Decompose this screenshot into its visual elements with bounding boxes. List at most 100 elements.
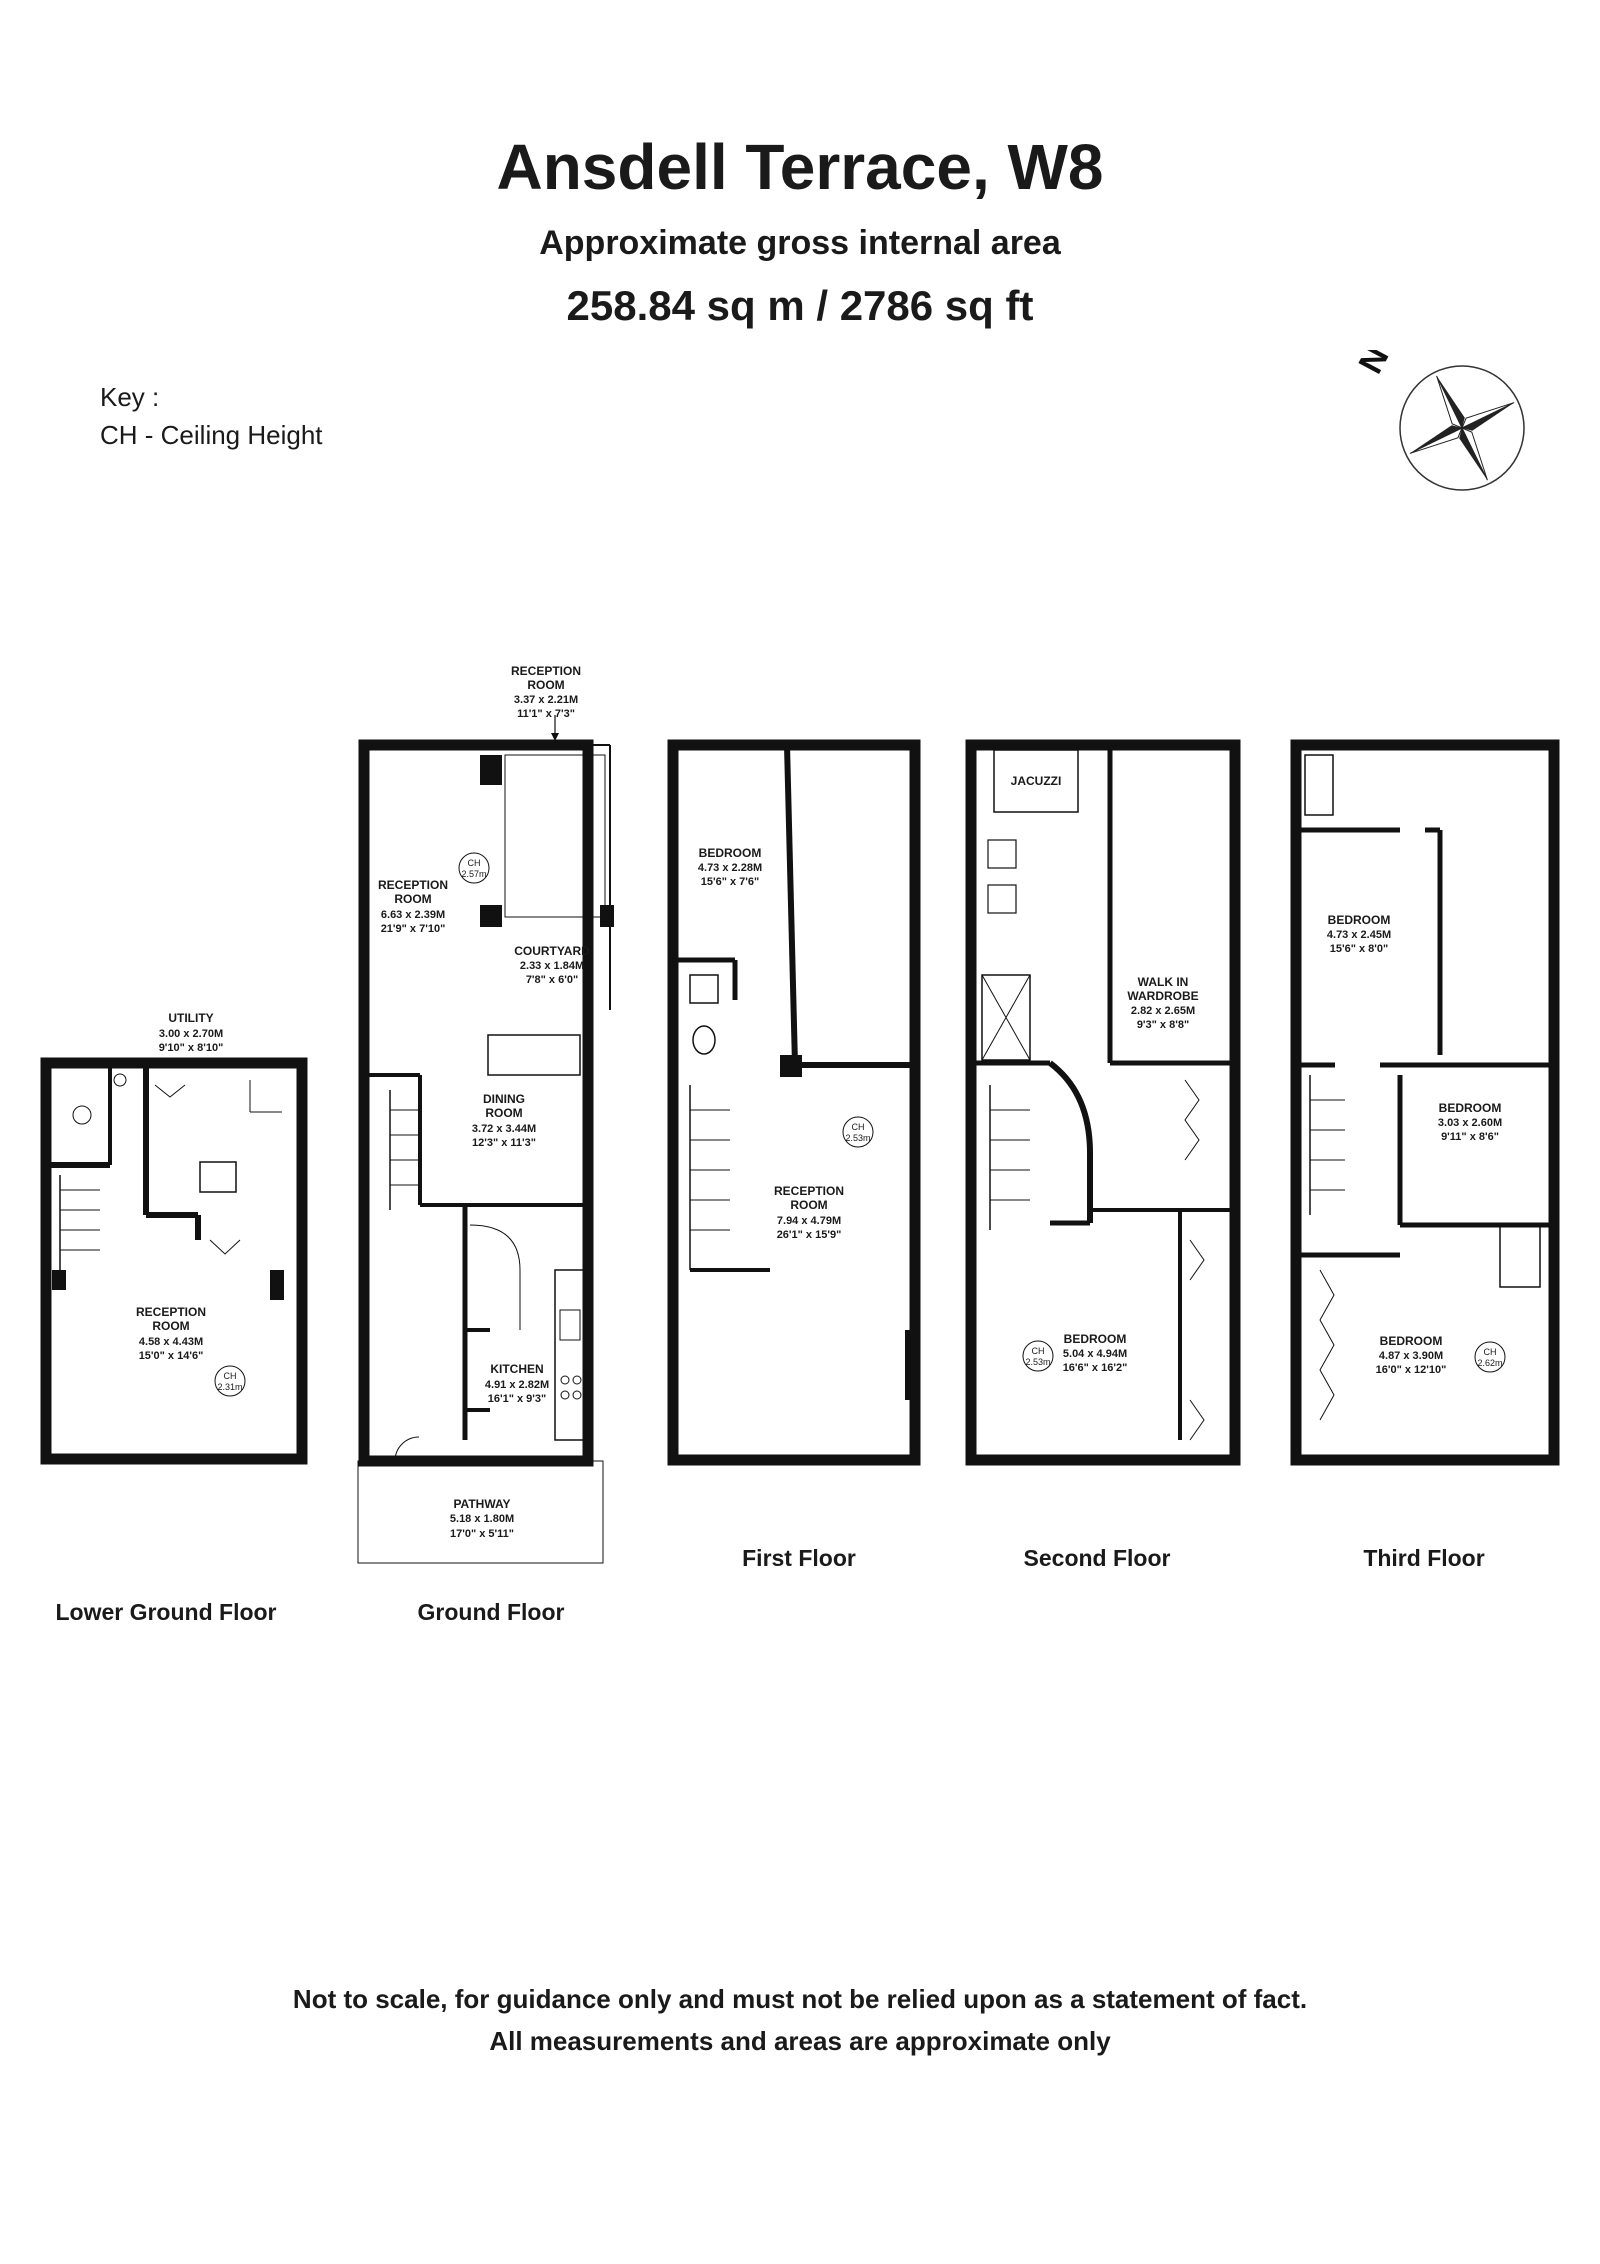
svg-text:BEDROOM: BEDROOM: [699, 846, 762, 860]
svg-text:ROOM: ROOM: [394, 892, 431, 906]
svg-text:7'8" x 6'0": 7'8" x 6'0": [526, 974, 578, 986]
svg-text:12'3" x 11'3": 12'3" x 11'3": [472, 1137, 536, 1149]
plan-ground-floor: [357, 715, 614, 1564]
svg-text:UTILITY: UTILITY: [168, 1011, 213, 1025]
property-title: Ansdell Terrace, W8: [496, 131, 1104, 203]
svg-text:BEDROOM: BEDROOM: [1064, 1332, 1127, 1346]
svg-text:15'0" x 14'6": 15'0" x 14'6": [139, 1350, 204, 1362]
svg-text:BEDROOM: BEDROOM: [1380, 1334, 1443, 1348]
svg-text:ROOM: ROOM: [527, 678, 564, 692]
room-first-bedroom: BEDROOM 4.73 x 2.28M 15'6" x 7'6": [698, 846, 762, 888]
svg-text:2.53m: 2.53m: [845, 1133, 870, 1143]
plan-first-floor: [667, 739, 921, 1466]
room-lower-reception: RECEPTION ROOM 4.58 x 4.43M 15'0" x 14'6…: [136, 1305, 206, 1362]
svg-text:CH: CH: [224, 1371, 237, 1381]
svg-text:RECEPTION: RECEPTION: [511, 664, 581, 678]
svg-text:2.57m: 2.57m: [461, 869, 486, 879]
disclaimer-line-2: All measurements and areas are approxima…: [489, 2026, 1111, 2056]
ch-third: CH 2.62m: [1477, 1347, 1502, 1368]
svg-text:5.04 x 4.94M: 5.04 x 4.94M: [1063, 1348, 1127, 1360]
svg-text:3.00 x 2.70M: 3.00 x 2.70M: [159, 1028, 223, 1040]
floor-label-ground: Ground Floor: [418, 1599, 565, 1625]
svg-text:9'3" x 8'8": 9'3" x 8'8": [1137, 1019, 1189, 1031]
svg-text:4.87 x 3.90M: 4.87 x 3.90M: [1379, 1350, 1443, 1362]
plan-third-floor: [1290, 739, 1560, 1466]
svg-text:3.03 x 2.60M: 3.03 x 2.60M: [1438, 1117, 1502, 1129]
svg-text:BEDROOM: BEDROOM: [1328, 913, 1391, 927]
svg-text:4.91 x 2.82M: 4.91 x 2.82M: [485, 1379, 549, 1391]
svg-text:16'1" x 9'3": 16'1" x 9'3": [488, 1393, 546, 1405]
svg-text:7.94 x 4.79M: 7.94 x 4.79M: [777, 1215, 841, 1227]
svg-text:CH: CH: [468, 858, 481, 868]
svg-text:RECEPTION: RECEPTION: [774, 1184, 844, 1198]
svg-text:5.18 x 1.80M: 5.18 x 1.80M: [450, 1513, 514, 1525]
room-third-bedroom-3: BEDROOM 4.87 x 3.90M 16'0" x 12'10": [1376, 1334, 1447, 1376]
svg-text:2.33 x 1.84M: 2.33 x 1.84M: [520, 960, 584, 972]
svg-text:KITCHEN: KITCHEN: [490, 1362, 543, 1376]
svg-text:3.37 x 2.21M: 3.37 x 2.21M: [514, 694, 578, 706]
room-ground-reception: RECEPTION ROOM 6.63 x 2.39M 21'9" x 7'10…: [378, 878, 448, 935]
svg-text:PATHWAY: PATHWAY: [453, 1497, 510, 1511]
svg-text:BEDROOM: BEDROOM: [1439, 1101, 1502, 1115]
svg-text:21'9" x 7'10": 21'9" x 7'10": [381, 923, 446, 935]
svg-text:CH: CH: [1032, 1346, 1045, 1356]
svg-text:ROOM: ROOM: [485, 1106, 522, 1120]
key-legend: Key : CH - Ceiling Height: [100, 378, 323, 454]
svg-text:15'6" x 8'0": 15'6" x 8'0": [1330, 943, 1388, 955]
floor-label-second: Second Floor: [1024, 1545, 1171, 1571]
svg-text:2.53m: 2.53m: [1025, 1357, 1050, 1367]
svg-text:WARDROBE: WARDROBE: [1127, 989, 1198, 1003]
room-jacuzzi: JACUZZI: [1011, 774, 1062, 788]
ch-ground: CH 2.57m: [461, 858, 486, 879]
disclaimer-line-1: Not to scale, for guidance only and must…: [292, 1984, 1308, 2014]
svg-text:CH: CH: [852, 1122, 865, 1132]
svg-text:2.31m: 2.31m: [217, 1382, 242, 1392]
svg-text:ROOM: ROOM: [152, 1319, 189, 1333]
svg-text:DINING: DINING: [483, 1092, 525, 1106]
svg-text:COURTYARD: COURTYARD: [514, 944, 590, 958]
floor-label-first: First Floor: [742, 1545, 856, 1571]
room-third-bedroom-1: BEDROOM 4.73 x 2.45M 15'6" x 8'0": [1327, 913, 1391, 955]
plan-lower-ground-floor: [40, 1057, 308, 1465]
room-dining: DINING ROOM 3.72 x 3.44M 12'3" x 11'3": [472, 1092, 536, 1149]
room-ground-reception-rear: RECEPTION ROOM 3.37 x 2.21M 11'1" x 7'3": [511, 664, 581, 720]
room-kitchen: KITCHEN 4.91 x 2.82M 16'1" x 9'3": [485, 1362, 549, 1405]
svg-text:17'0" x 5'11": 17'0" x 5'11": [450, 1528, 514, 1540]
room-walk-in-wardrobe: WALK IN WARDROBE 2.82 x 2.65M 9'3" x 8'8…: [1127, 975, 1198, 1031]
room-pathway: PATHWAY 5.18 x 1.80M 17'0" x 5'11": [450, 1497, 514, 1540]
ch-lower-ground: CH 2.31m: [217, 1371, 242, 1392]
room-third-bedroom-2: BEDROOM 3.03 x 2.60M 9'11" x 8'6": [1438, 1101, 1502, 1143]
room-second-bedroom: BEDROOM 5.04 x 4.94M 16'6" x 16'2": [1063, 1332, 1128, 1374]
svg-text:6.63 x 2.39M: 6.63 x 2.39M: [381, 909, 445, 921]
svg-text:WALK IN: WALK IN: [1138, 975, 1189, 989]
area-value: 258.84 sq m / 2786 sq ft: [566, 282, 1034, 329]
svg-text:16'0" x 12'10": 16'0" x 12'10": [1376, 1364, 1447, 1376]
svg-text:9'11" x 8'6": 9'11" x 8'6": [1441, 1131, 1499, 1143]
svg-text:9'10" x 8'10": 9'10" x 8'10": [159, 1042, 224, 1054]
svg-text:16'6" x 16'2": 16'6" x 16'2": [1063, 1362, 1128, 1374]
svg-text:ROOM: ROOM: [790, 1198, 827, 1212]
compass-icon: N: [1352, 350, 1525, 491]
key-heading: Key :: [100, 382, 160, 412]
ch-second: CH 2.53m: [1025, 1346, 1050, 1367]
room-utility: UTILITY 3.00 x 2.70M 9'10" x 8'10": [159, 1011, 224, 1054]
floor-label-lower-ground: Lower Ground Floor: [55, 1599, 276, 1625]
area-subtitle: Approximate gross internal area: [539, 224, 1061, 262]
ch-first: CH 2.53m: [845, 1122, 870, 1143]
svg-text:4.73 x 2.28M: 4.73 x 2.28M: [698, 862, 762, 874]
svg-text:4.73 x 2.45M: 4.73 x 2.45M: [1327, 929, 1391, 941]
svg-text:RECEPTION: RECEPTION: [378, 878, 448, 892]
svg-text:2.82 x 2.65M: 2.82 x 2.65M: [1131, 1005, 1195, 1017]
room-courtyard: COURTYARD 2.33 x 1.84M 7'8" x 6'0": [514, 944, 590, 986]
svg-text:26'1" x 15'9": 26'1" x 15'9": [777, 1229, 842, 1241]
svg-text:RECEPTION: RECEPTION: [136, 1305, 206, 1319]
plan-second-floor: [965, 739, 1241, 1466]
svg-text:11'1" x 7'3": 11'1" x 7'3": [517, 708, 575, 720]
svg-text:2.62m: 2.62m: [1477, 1358, 1502, 1368]
svg-text:3.72 x 3.44M: 3.72 x 3.44M: [472, 1123, 536, 1135]
room-first-reception: RECEPTION ROOM 7.94 x 4.79M 26'1" x 15'9…: [774, 1184, 844, 1241]
key-ch: CH - Ceiling Height: [100, 420, 323, 450]
svg-text:15'6" x 7'6": 15'6" x 7'6": [701, 876, 759, 888]
svg-text:CH: CH: [1484, 1347, 1497, 1357]
